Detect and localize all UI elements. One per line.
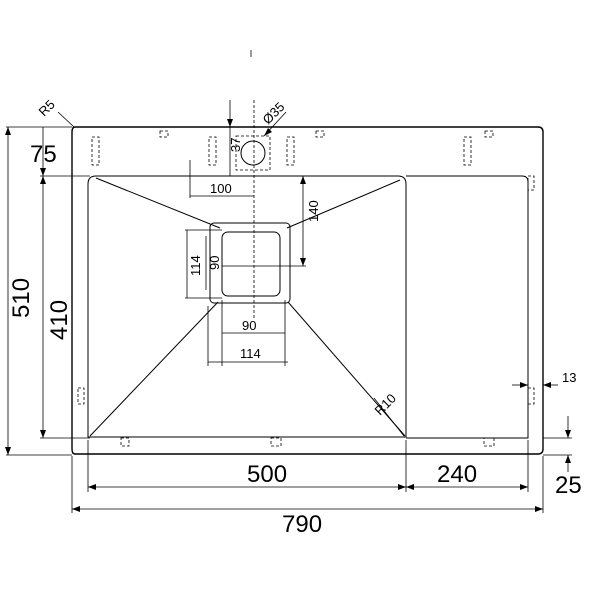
dim-drain-offset-x: 100	[210, 181, 232, 196]
dim-radius-outer: R5	[36, 97, 58, 119]
dim-basin-height: 410	[46, 300, 73, 340]
dim-overall-height: 510	[8, 278, 35, 318]
dim-drain-offset-y: 140	[306, 200, 321, 222]
tap-hole-box	[235, 135, 271, 171]
drainboard-outline	[406, 175, 529, 439]
dim-drainboard-width: 240	[437, 461, 477, 488]
mounting-clips	[77, 130, 535, 447]
slope-line-bl	[89, 301, 219, 437]
tap-hole	[240, 140, 266, 166]
drain-inner	[221, 231, 281, 297]
dim-tap-offset: 37	[228, 138, 243, 152]
dim-tap-diameter: Ø35	[260, 99, 288, 127]
dim-drain-inner-w: 90	[242, 318, 256, 333]
dim-drain-outer-h: 114	[188, 255, 203, 276]
slope-line-tr	[286, 179, 401, 229]
dim-overall-width: 790	[282, 511, 322, 538]
sink-outline	[71, 126, 544, 455]
slope-line-tl	[95, 177, 221, 229]
dim-top-margin: 75	[30, 141, 57, 168]
dim-radius-basin: R10	[372, 391, 399, 418]
drain-outer	[209, 222, 291, 304]
slope-line-br	[287, 301, 406, 437]
dim-basin-width: 500	[247, 461, 287, 488]
basin-outline	[87, 175, 407, 438]
dim-bottom-offset: 25	[555, 472, 582, 499]
dim-side-offset: 13	[562, 370, 576, 385]
tap-leader-arrow	[264, 128, 272, 136]
dim-drain-outer-w: 114	[240, 346, 261, 361]
dim-drain-inner-h: 90	[207, 256, 222, 270]
